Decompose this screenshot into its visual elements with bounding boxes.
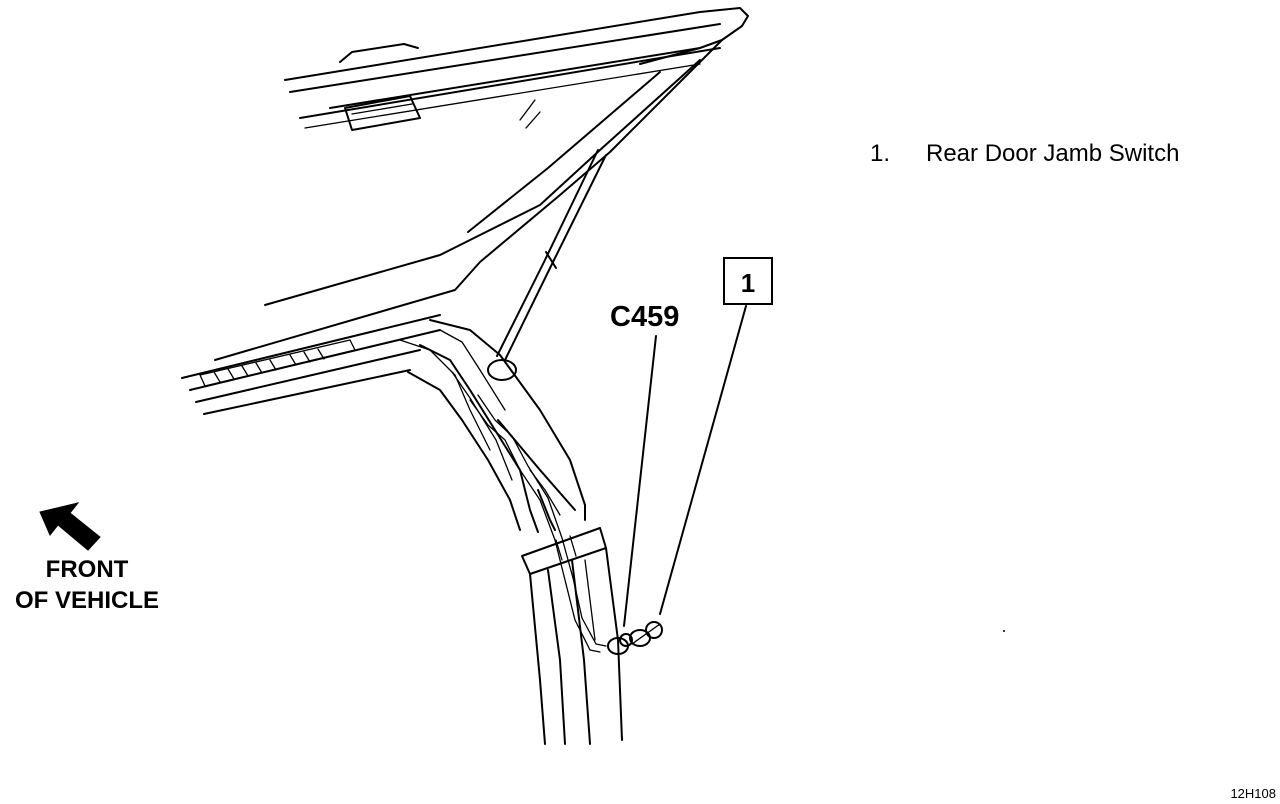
front-label-line1: FRONT bbox=[45, 556, 129, 583]
connector-c459 bbox=[607, 633, 633, 655]
legend-item: 1. Rear Door Jamb Switch bbox=[870, 140, 1179, 168]
front-arrow-icon bbox=[39, 502, 101, 551]
front-of-vehicle-label: FRONT OF VEHICLE bbox=[2, 554, 172, 616]
callout-leaders bbox=[623, 305, 747, 627]
d-pillar-upper bbox=[399, 319, 586, 533]
connector-label: C459 bbox=[610, 301, 679, 333]
side-rail bbox=[181, 314, 441, 415]
wiring-harness bbox=[469, 394, 607, 653]
legend-item-label: Rear Door Jamb Switch bbox=[926, 140, 1180, 167]
roof-rail bbox=[284, 7, 749, 131]
rear-door-jamb-switch bbox=[629, 621, 663, 647]
front-label-line2: OF VEHICLE bbox=[14, 587, 159, 614]
window-frame bbox=[214, 39, 723, 361]
figure-id: 12H108 bbox=[1230, 786, 1276, 801]
item-number: 1 bbox=[741, 268, 755, 298]
legend-item-number: 1. bbox=[870, 140, 891, 167]
parts-legend: 1. Rear Door Jamb Switch bbox=[870, 140, 1179, 168]
item-number-callout: 1 bbox=[723, 257, 773, 305]
d-pillar-lower bbox=[521, 527, 623, 745]
gas-strut bbox=[487, 149, 607, 381]
